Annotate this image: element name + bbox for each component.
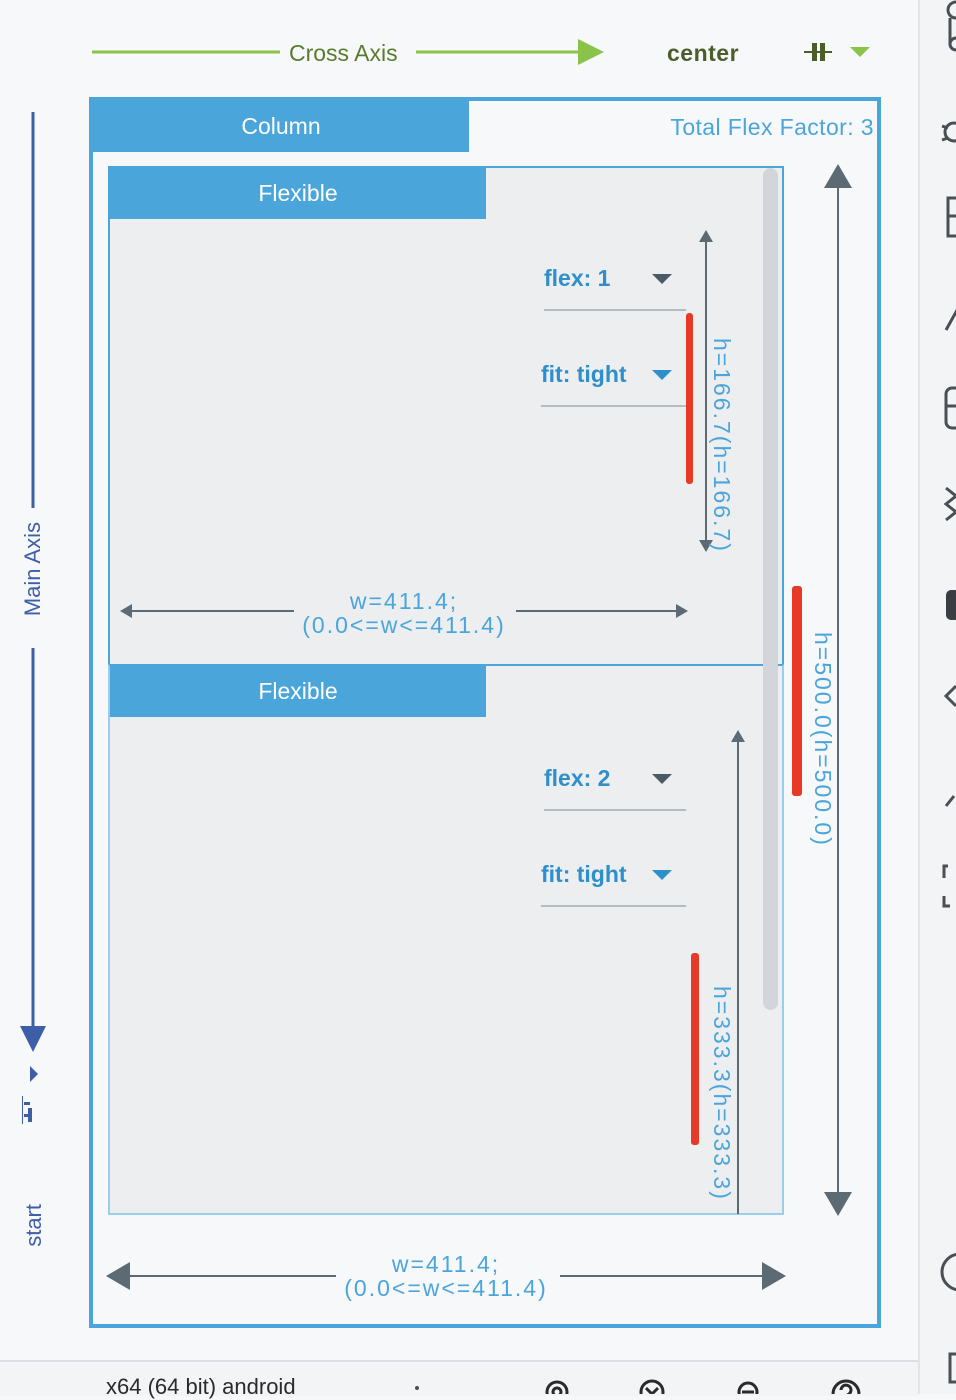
frame-icon bbox=[942, 864, 950, 908]
cross-alignment-value[interactable]: center bbox=[667, 40, 740, 66]
overflow-indicator-1 bbox=[686, 313, 693, 484]
child-1-width-constraint: (0.0<=w<=411.4) bbox=[302, 612, 506, 638]
fit-2-dropdown-underline bbox=[541, 905, 686, 907]
align-start-icon bbox=[22, 1096, 32, 1124]
bottom-status-bar bbox=[0, 1360, 918, 1396]
edit-icon bbox=[944, 795, 956, 807]
network-icon bbox=[943, 486, 956, 522]
python-icon bbox=[946, 590, 956, 620]
fit-2-chevron-down-icon[interactable] bbox=[652, 870, 672, 880]
main-alignment-value[interactable]: start bbox=[21, 1204, 46, 1247]
child-1-height-label: h=166.7(h=166.7) bbox=[709, 336, 735, 553]
right-tool-strip bbox=[918, 0, 956, 1394]
flex-2-chevron-down-icon[interactable] bbox=[652, 774, 672, 784]
device-selector[interactable]: x64 (64 bit) android bbox=[106, 1374, 296, 1399]
vertical-scrollbar[interactable] bbox=[763, 168, 778, 1010]
child-1-width-value: w=411.4; bbox=[349, 588, 459, 614]
main-alignment-dropdown[interactable] bbox=[22, 1062, 46, 1132]
right-tool-strip-icons bbox=[940, 0, 956, 1384]
column-height-arrow bbox=[824, 164, 852, 1216]
child-1-width-arrow bbox=[120, 604, 688, 618]
flexible-child-1-tab-label: Flexible bbox=[258, 180, 338, 206]
main-axis-arrow bbox=[20, 112, 46, 1052]
bug-icon bbox=[941, 121, 956, 143]
column-overflow-indicator bbox=[792, 586, 802, 796]
chevron-down-icon bbox=[850, 47, 870, 57]
debug-gear-icon bbox=[737, 1381, 759, 1394]
align-center-icon bbox=[804, 43, 832, 61]
overflow-indicator-2 bbox=[691, 953, 699, 1145]
column-width-arrow bbox=[106, 1262, 786, 1290]
child-1-height-constraint: (h=166.7) bbox=[709, 435, 735, 553]
flex-1-dropdown-label[interactable]: flex: 1 bbox=[544, 265, 611, 291]
flexible-child-1-tab: Flexible bbox=[110, 168, 486, 219]
main-axis-label: Main Axis bbox=[20, 522, 45, 617]
widget-tree-icon bbox=[946, 0, 956, 52]
status-bar-icons bbox=[415, 1379, 861, 1394]
column-width-value: w=411.4; bbox=[391, 1251, 501, 1277]
fit-1-dropdown-label[interactable]: fit: tight bbox=[541, 361, 627, 387]
flex-2-dropdown-label[interactable]: flex: 2 bbox=[544, 765, 611, 791]
cross-axis-label: Cross Axis bbox=[289, 40, 398, 66]
account-icon bbox=[940, 1252, 956, 1292]
chevron-right-icon bbox=[30, 1066, 38, 1082]
child-2-height-label: h=333.3(h=333.3) bbox=[709, 984, 735, 1201]
total-flex-factor: Total Flex Factor: 3 bbox=[670, 114, 874, 140]
child-1-height-arrow bbox=[699, 230, 713, 552]
flexible-child-2[interactable]: Flexible bbox=[108, 664, 784, 1215]
help-icon bbox=[831, 1379, 861, 1394]
plugin-icon bbox=[948, 1352, 956, 1384]
column-tab-label: Column bbox=[241, 113, 321, 139]
fit-1-chevron-down-icon[interactable] bbox=[652, 370, 672, 380]
fit-1-dropdown-underline bbox=[541, 405, 686, 407]
column-height-label: h=500.0(h=500.0) bbox=[810, 628, 836, 847]
column-tab: Column bbox=[93, 101, 469, 152]
flexible-child-2-tab-label: Flexible bbox=[258, 678, 338, 704]
child-2-height-arrow bbox=[731, 730, 745, 1214]
cross-alignment-dropdown[interactable] bbox=[800, 38, 880, 66]
settings-gear-icon bbox=[545, 1380, 569, 1394]
separator-dot-icon bbox=[415, 1386, 419, 1390]
flexible-child-2-tab: Flexible bbox=[110, 666, 486, 717]
child-2-height-value: h=333.3 bbox=[709, 986, 735, 1084]
debug-settings-icon bbox=[639, 1379, 665, 1394]
flex-1-dropdown-underline bbox=[544, 309, 686, 311]
child-1-width-label: w=411.4; (0.0<=w<=411.4) bbox=[294, 589, 514, 637]
performance-icon bbox=[944, 308, 956, 331]
column-height-constraint: (h=500.0) bbox=[810, 729, 836, 847]
database-icon bbox=[944, 386, 956, 430]
flex-2-dropdown-underline bbox=[544, 809, 686, 811]
flex-1-chevron-down-icon[interactable] bbox=[652, 274, 672, 284]
column-width-constraint: (0.0<=w<=411.4) bbox=[344, 1275, 548, 1301]
diff-icon bbox=[943, 684, 956, 708]
layout-icon bbox=[946, 196, 956, 238]
fit-2-dropdown-label[interactable]: fit: tight bbox=[541, 861, 627, 887]
child-1-height-value: h=166.7 bbox=[709, 338, 735, 436]
column-height-value: h=500.0 bbox=[810, 632, 836, 730]
flexible-child-1[interactable]: Flexible bbox=[108, 166, 784, 666]
cross-axis-arrow bbox=[92, 39, 604, 65]
child-2-height-constraint: (h=333.3) bbox=[709, 1083, 735, 1201]
column-width-label: w=411.4; (0.0<=w<=411.4) bbox=[336, 1252, 556, 1300]
